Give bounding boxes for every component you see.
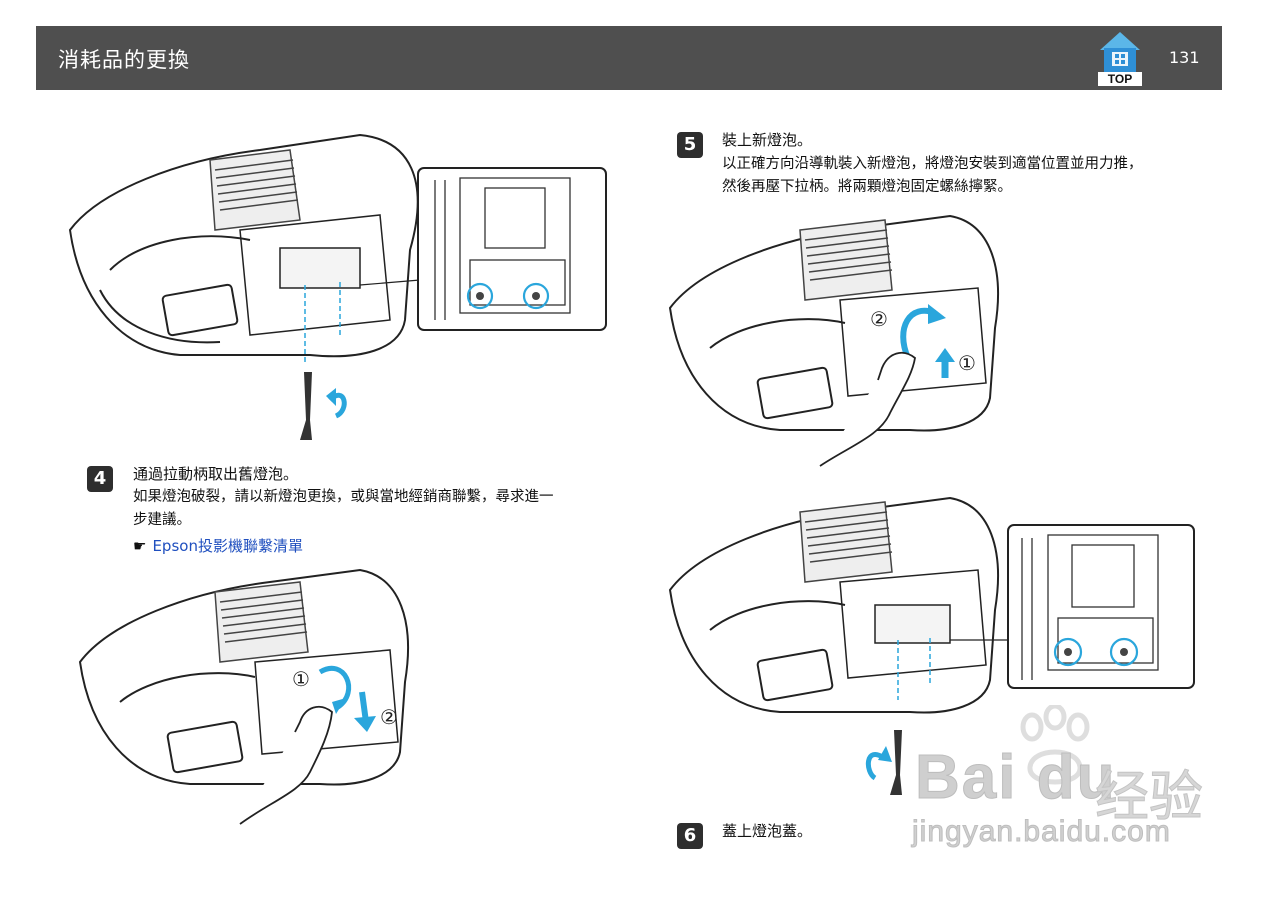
pointing-hand-icon: ☛ xyxy=(133,537,147,555)
epson-contact-link[interactable]: Epson投影機聯繫清單 xyxy=(152,537,303,555)
illustration-lamp-cover-removed xyxy=(68,133,607,440)
watermark-brand: Bai du xyxy=(914,743,1117,813)
step-5-title: 裝上新燈泡。 xyxy=(722,131,813,149)
step-5-body-line-2: 然後再壓下拉柄。將兩顆燈泡固定螺絲擰緊。 xyxy=(722,179,1012,195)
top-label: TOP xyxy=(1107,72,1133,86)
illustration-install-lamp: ② ① xyxy=(668,214,999,467)
watermark-product: 经验 xyxy=(1095,765,1204,829)
callout-2: ② xyxy=(870,307,888,331)
step-5-body-line-1: 以正確方向沿導軌裝入新燈泡，將燈泡安裝到適當位置並用力推， xyxy=(722,156,1143,172)
callout-1: ① xyxy=(958,351,976,375)
paw-watermark-icon xyxy=(1020,705,1090,785)
page-header: 消耗品的更換 TOP 131 xyxy=(36,26,1222,90)
step-4-body-line-2: 步建議。 xyxy=(133,512,191,528)
illustration-remove-lamp: ① ② xyxy=(78,568,409,825)
house-top-icon xyxy=(1098,32,1142,86)
contact-link-row: ☛ Epson投影機聯繫清單 xyxy=(133,535,303,556)
step-4-body-line-1: 如果燈泡破裂，請以新燈泡更換，或與當地經銷商聯繫，尋求進一 xyxy=(133,489,554,505)
illustration-tighten-screws xyxy=(668,496,1195,795)
step-number-5: 5 xyxy=(677,132,703,158)
top-button[interactable]: TOP xyxy=(1096,30,1144,86)
callout-1: ① xyxy=(292,667,310,691)
step-number-4: 4 xyxy=(87,466,113,492)
page-number: 131 xyxy=(1169,48,1200,67)
page-title: 消耗品的更換 xyxy=(58,48,190,72)
watermark-url: jingyan.baidu.com xyxy=(912,815,1171,849)
callout-2: ② xyxy=(380,705,398,729)
step-number-6: 6 xyxy=(677,823,703,849)
step-6-title: 蓋上燈泡蓋。 xyxy=(722,822,813,840)
step-4-title: 通過拉動柄取出舊燈泡。 xyxy=(133,465,299,483)
